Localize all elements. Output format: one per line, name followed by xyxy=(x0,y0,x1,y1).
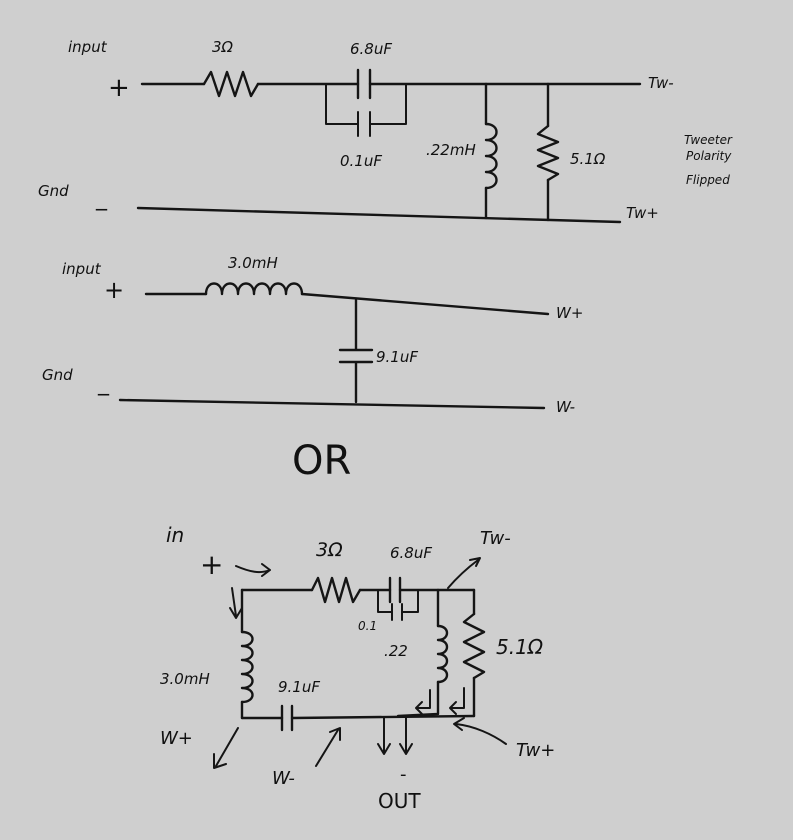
tweeter-gnd-label: Gnd xyxy=(38,182,69,200)
woofer-input-sign: + xyxy=(104,276,124,304)
tweeter-inductor-label: .22mH xyxy=(426,141,476,159)
tweeter-minus-flow-arrow xyxy=(447,557,481,589)
combined-main-cap-label: 6.8uF xyxy=(390,544,432,562)
tweeter-output-minus-label: Tw- xyxy=(648,74,674,92)
woofer-inductor-label: 3.0mH xyxy=(228,254,278,272)
combined-resistor-label: 3Ω xyxy=(316,539,343,561)
combined-series-resistor xyxy=(310,576,362,604)
woofer-input-label: input xyxy=(62,260,102,278)
combined-output-sign: - xyxy=(400,764,407,785)
combined-tweeter-resistor xyxy=(462,612,486,680)
woofer-output-plus-label: W+ xyxy=(556,304,583,322)
combined-tweeter-inductor xyxy=(436,624,449,684)
combined-circuit: in + 3Ω 6.8uF 0.1 .22 5.1Ω 3.0mH 9.1uF xyxy=(160,523,555,813)
combined-tw-inductor-return xyxy=(396,680,440,718)
combined-tweeter-minus-label: Tw- xyxy=(480,528,511,549)
tweeter-output-plus-label: Tw+ xyxy=(626,204,659,222)
tweeter-main-cap-label: 6.8uF xyxy=(350,40,392,58)
tweeter-main-capacitor xyxy=(356,68,372,100)
combined-main-capacitor xyxy=(388,576,402,604)
tweeter-resistor-label: 3Ω xyxy=(212,38,234,56)
combined-small-cap-label: 0.1 xyxy=(358,619,377,633)
combined-tweeter-plus-label: Tw+ xyxy=(516,740,555,761)
tweeter-gnd-sign: _ xyxy=(95,186,108,211)
combined-in-label: in xyxy=(166,523,184,547)
woofer-series-inductor xyxy=(204,282,304,296)
tweeter-inductor-flow-arrow xyxy=(415,689,431,715)
woofer-plus-flow-arrow xyxy=(213,727,239,769)
woofer-shunt-capacitor xyxy=(338,298,374,404)
combined-bypass-capacitor xyxy=(377,589,419,621)
woofer-down-flow-arrow xyxy=(229,587,243,619)
combined-woofer-cap-label: 9.1uF xyxy=(278,678,320,696)
tweeter-bypass-capacitor xyxy=(325,83,407,137)
tweeter-series-resistor xyxy=(202,70,260,98)
combined-tw-resistor-label: 5.1Ω xyxy=(496,635,544,659)
combined-output-label: OUT xyxy=(378,789,421,813)
woofer-top-rail-right xyxy=(300,292,550,316)
woofer-circuit: input + Gnd _ 3.0mH 9.1uF W+ W- xyxy=(42,254,583,416)
tweeter-shunt-resistor-label: 5.1Ω xyxy=(570,150,606,168)
tweeter-circuit: input + Gnd _ 3Ω 6.8uF 0.1uF .22mH 5.1Ω … xyxy=(38,38,733,224)
combined-woofer-inductor xyxy=(240,630,254,704)
combined-woofer-plus-label: W+ xyxy=(160,728,193,749)
woofer-minus-flow-arrow xyxy=(315,727,341,767)
input-flow-arrow xyxy=(235,563,271,577)
woofer-gnd-sign: _ xyxy=(97,371,110,396)
combined-in-sign: + xyxy=(200,548,223,581)
tweeter-note-line-2: Polarity xyxy=(686,149,732,163)
tweeter-resistor-flow-arrow xyxy=(449,687,465,715)
tweeter-ground-rail xyxy=(136,206,622,224)
combined-woofer-minus-label: W- xyxy=(272,768,295,789)
woofer-gnd-label: Gnd xyxy=(42,366,73,384)
woofer-ground-rail xyxy=(118,398,546,410)
combined-woofer-capacitor xyxy=(280,704,294,732)
tweeter-small-cap-label: 0.1uF xyxy=(340,152,382,170)
combined-woofer-inductor-label: 3.0mH xyxy=(160,670,210,688)
combined-bottom-rail-right xyxy=(290,714,476,720)
tweeter-plus-flow-arrow xyxy=(453,717,507,745)
tweeter-note-line-1: Tweeter xyxy=(684,133,733,147)
tweeter-note-line-3: Flipped xyxy=(686,173,730,187)
combined-tw-inductor-label: .22 xyxy=(384,642,408,660)
tweeter-input-label: input xyxy=(68,38,108,56)
output-flow-arrow xyxy=(377,717,413,755)
tweeter-shunt-resistor xyxy=(536,124,560,182)
woofer-cap-label: 9.1uF xyxy=(376,348,418,366)
woofer-output-minus-label: W- xyxy=(556,398,575,416)
tweeter-shunt-inductor xyxy=(484,122,498,190)
tweeter-input-sign: + xyxy=(108,73,130,103)
or-separator: OR xyxy=(292,438,351,484)
